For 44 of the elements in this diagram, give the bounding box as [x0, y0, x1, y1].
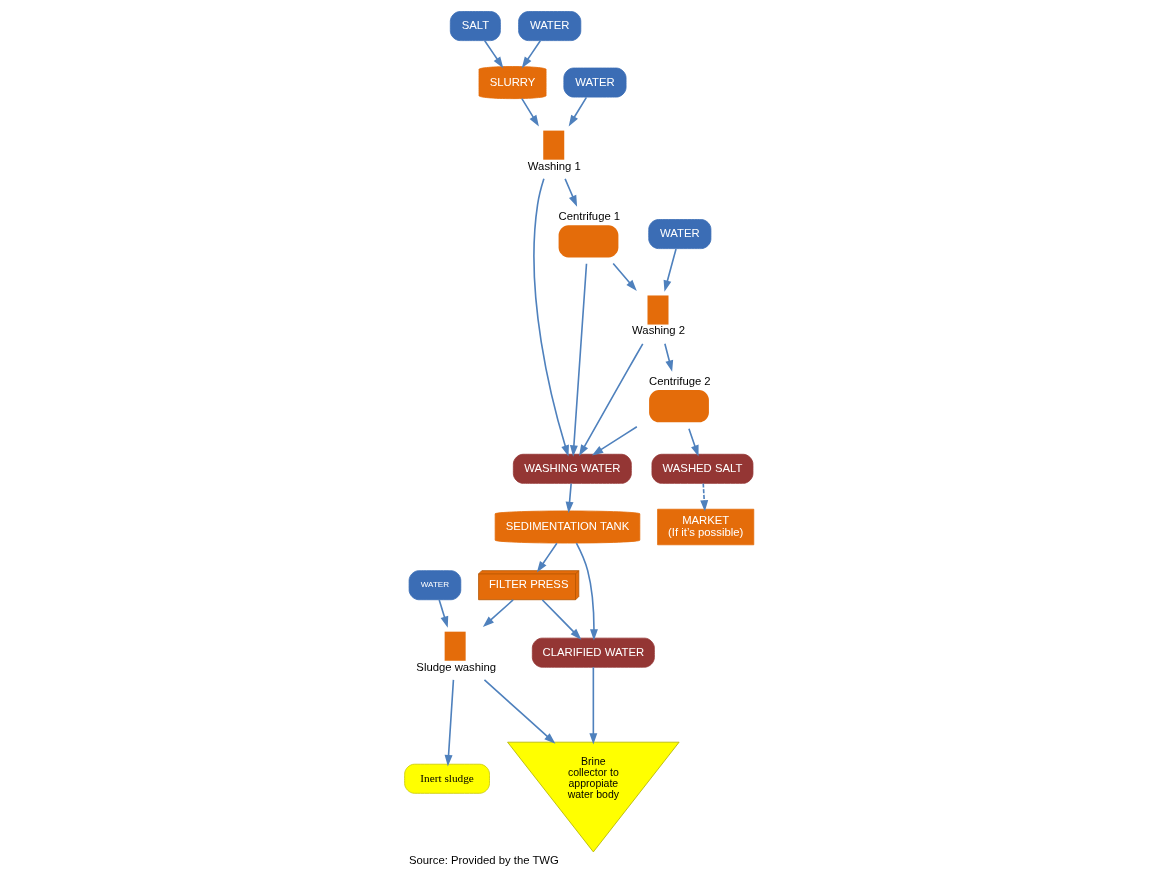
node-label: Washing 1: [527, 159, 581, 172]
arrow: [444, 679, 454, 767]
arrow: [563, 178, 577, 207]
arrow: [663, 342, 673, 372]
node-box: MARKET (If it’s possible): [656, 508, 754, 546]
arrow: [541, 599, 581, 640]
arrow: [591, 425, 638, 456]
arrow: [483, 679, 555, 744]
arrow: [483, 39, 503, 69]
node-box: SALT: [449, 11, 501, 41]
node-box: Inert sludge: [403, 763, 490, 794]
arrow: [687, 427, 699, 457]
arrow: [611, 262, 637, 292]
arrow: [699, 482, 708, 512]
arrow: [575, 542, 598, 641]
arrow: [521, 39, 541, 69]
node-box: WATER: [408, 570, 461, 601]
node-box: WATER: [562, 67, 626, 98]
node-label: Centrifuge 1: [558, 210, 620, 223]
arrow: [536, 542, 558, 573]
arrow: [569, 262, 587, 457]
arrow: [588, 666, 597, 745]
arrow: [532, 178, 569, 457]
node-box: CLARIFIED WATER: [531, 637, 655, 668]
node-box: [542, 130, 564, 160]
arrow: [437, 599, 448, 628]
node-box: [648, 390, 709, 423]
node-box: WASHED SALT: [651, 453, 753, 484]
node-box: [647, 295, 668, 325]
node-box: WATER: [647, 219, 711, 249]
arrow: [568, 96, 587, 127]
caption: Source: Provided by the TWG: [408, 854, 559, 867]
node-label: Washing 2: [631, 324, 685, 337]
node-box: [444, 631, 466, 661]
node-box: WATER: [517, 11, 581, 41]
node-box: [558, 225, 618, 258]
arrow: [565, 482, 574, 514]
arrow: [663, 248, 677, 292]
arrow: [520, 97, 539, 127]
arrow: [482, 599, 514, 628]
node-label: Sludge washing: [415, 660, 496, 673]
node-label: Centrifuge 2: [648, 375, 711, 388]
node-box: WASHING WATER: [512, 453, 632, 484]
arrow: [578, 343, 644, 457]
